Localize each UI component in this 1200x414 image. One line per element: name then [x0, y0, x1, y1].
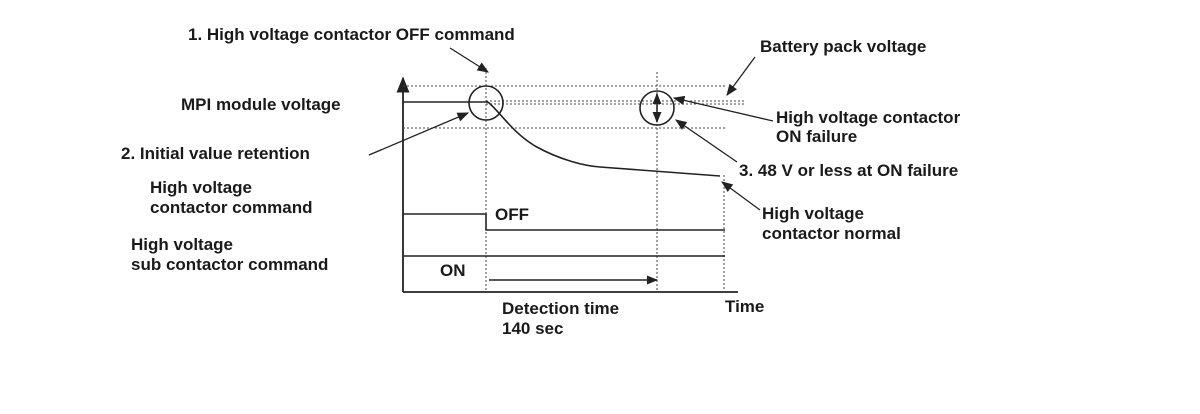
callout-2-label: 2. Initial value retention: [121, 144, 310, 163]
on-label: ON: [440, 261, 466, 280]
on-failure-label-line1: High voltage contactor: [776, 108, 961, 127]
contactor-command-signal: [403, 213, 725, 231]
callout-1-leader: [449, 47, 489, 73]
battery-pack-leader: [726, 56, 756, 96]
detection-time-label-line2: 140 sec: [502, 319, 563, 338]
sub-contactor-command-label-line1: High voltage: [131, 235, 233, 254]
mpi-module-voltage-label: MPI module voltage: [181, 95, 341, 114]
normal-leader: [721, 181, 761, 211]
normal-label-line2: contactor normal: [762, 224, 901, 243]
contactor-command-label-line2: contactor command: [150, 198, 312, 217]
callout-2-leader: [368, 112, 470, 156]
battery-pack-voltage-label: Battery pack voltage: [760, 37, 926, 56]
normal-label-line1: High voltage: [762, 204, 864, 223]
callout-1-label: 1. High voltage contactor OFF command: [188, 25, 515, 44]
on-failure-circle: [639, 90, 675, 126]
callout-3-label: 3. 48 V or less at ON failure: [739, 161, 958, 180]
contactor-command-label-line1: High voltage: [150, 178, 252, 197]
detection-time-label-line1: Detection time: [502, 299, 619, 318]
on-failure-leader: [672, 95, 774, 122]
time-axis-label: Time: [725, 297, 764, 316]
sub-contactor-command-label-line2: sub contactor command: [131, 255, 328, 274]
callout-3-leader: [675, 119, 738, 163]
on-failure-label-line2: ON failure: [776, 127, 857, 146]
initial-value-circle: [468, 85, 504, 121]
off-label: OFF: [495, 205, 529, 224]
mpi-voltage-decay-curve: [487, 101, 721, 177]
